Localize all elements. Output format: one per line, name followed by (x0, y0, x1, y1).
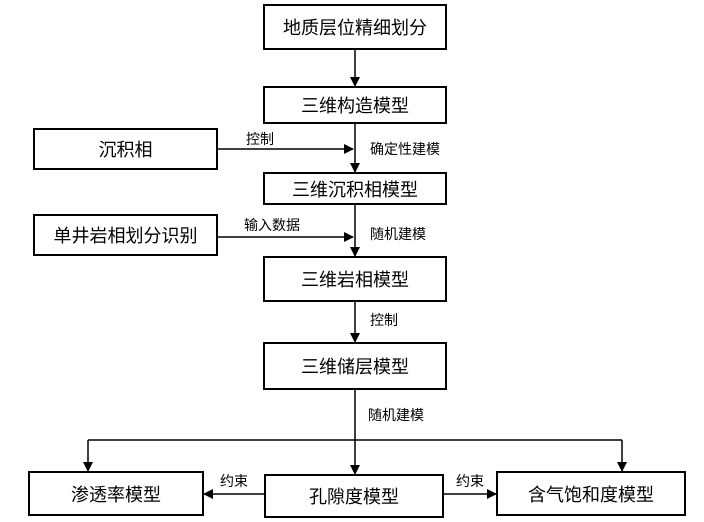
node-sed-facies: 沉积相 (33, 128, 218, 170)
node-label: 含气饱和度模型 (528, 484, 654, 506)
edge-label-stochastic-2: 随机建模 (368, 408, 424, 424)
node-gas-sat-model: 含气饱和度模型 (496, 471, 686, 516)
edge-label-constraint-right: 约束 (456, 474, 484, 490)
node-porosity-model: 孔隙度模型 (264, 474, 444, 518)
edge-label-control-2: 控制 (370, 313, 398, 329)
node-label: 沉积相 (98, 140, 153, 161)
node-label: 地质层位精细划分 (283, 18, 427, 39)
node-well-facies: 单井岩相划分识别 (33, 214, 218, 256)
edge-label-deterministic: 确定性建模 (370, 142, 440, 158)
edge-label-constraint-left: 约束 (220, 474, 248, 490)
node-label: 单井岩相划分识别 (53, 226, 198, 247)
node-label: 三维储层模型 (301, 357, 409, 378)
edge-label-control-1: 控制 (246, 132, 274, 148)
node-label: 渗透率模型 (71, 484, 161, 506)
node-strat-division: 地质层位精细划分 (263, 4, 447, 50)
node-reservoir-model: 三维储层模型 (263, 342, 447, 390)
node-label: 三维构造模型 (301, 96, 409, 117)
node-litho-model: 三维岩相模型 (263, 256, 447, 302)
edge-label-stochastic-1: 随机建模 (370, 227, 426, 243)
node-label: 孔隙度模型 (309, 487, 399, 508)
node-sed-facies-model: 三维沉积相模型 (263, 172, 447, 205)
node-perm-model: 渗透率模型 (28, 471, 204, 516)
edge-label-input-data: 输入数据 (244, 218, 300, 234)
node-structure-model: 三维构造模型 (263, 86, 447, 124)
node-label: 三维沉积相模型 (292, 179, 418, 201)
node-label: 三维岩相模型 (301, 270, 409, 291)
